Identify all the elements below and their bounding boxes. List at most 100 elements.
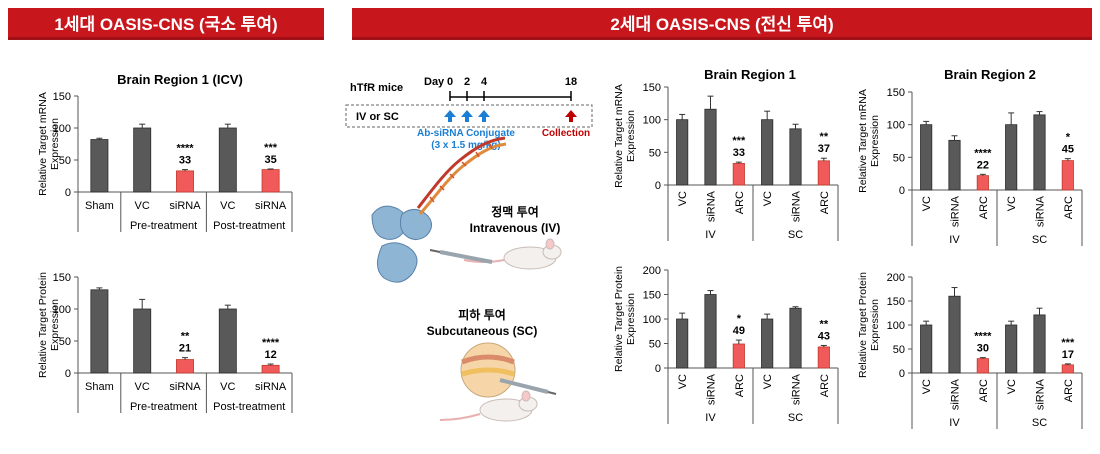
bar xyxy=(176,359,194,374)
data-label: 35 xyxy=(264,154,276,166)
group-label: SC xyxy=(1032,234,1047,246)
bar xyxy=(218,308,237,374)
x-tick-label: ARC xyxy=(734,191,746,214)
bar xyxy=(1033,314,1046,374)
dosing-label: Ab-siRNA Conjugate xyxy=(417,128,515,139)
bar xyxy=(817,346,830,369)
bar xyxy=(133,308,152,374)
bar xyxy=(817,160,830,186)
y-tick-label: 50 xyxy=(649,147,661,159)
data-label: 37 xyxy=(818,143,830,155)
y-tick-label: 50 xyxy=(893,344,905,356)
bar xyxy=(948,139,961,191)
route-sc-english: Subcutaneous (SC) xyxy=(427,324,538,338)
y-tick-label: 50 xyxy=(59,336,71,348)
data-label: 22 xyxy=(977,159,989,171)
x-tick-label: ARC xyxy=(819,374,831,397)
y-tick-label: 0 xyxy=(899,185,905,197)
bar xyxy=(676,119,689,186)
bar xyxy=(261,169,280,193)
bar xyxy=(789,128,802,186)
schedule-mice-label: hTfR mice xyxy=(350,82,403,94)
y-tick-label: 150 xyxy=(887,87,905,99)
bar xyxy=(1005,124,1018,191)
bar xyxy=(676,318,689,369)
y-tick-label: 150 xyxy=(643,290,661,302)
x-tick-label: siRNA xyxy=(706,190,718,222)
x-tick-label: VC xyxy=(762,191,774,206)
mouse-sc-illustration xyxy=(439,342,557,422)
x-tick-label: siRNA xyxy=(169,381,201,393)
section-banner-local: 1세대 OASIS-CNS (국소 투여) xyxy=(8,8,324,40)
data-label: 33 xyxy=(179,155,191,167)
group-label: IV xyxy=(705,412,716,424)
schedule-day-number: 18 xyxy=(565,76,577,88)
bar xyxy=(261,364,280,374)
mouse-iv-illustration xyxy=(429,238,562,270)
group-label: Post-treatment xyxy=(213,220,285,232)
x-tick-label: VC xyxy=(135,200,150,212)
banner-text-systemic: 2세대 OASIS-CNS (전신 투여) xyxy=(610,15,834,34)
chart-c1: Brain Region 1 (ICV)Relative Target mRNA… xyxy=(37,72,293,232)
collection-arrow-icon xyxy=(565,110,577,122)
y-tick-label: 150 xyxy=(643,82,661,94)
y-tick-label: 0 xyxy=(655,363,661,375)
x-tick-label: VC xyxy=(1006,196,1018,211)
schedule-day-number: 4 xyxy=(481,76,488,88)
x-tick-label: siRNA xyxy=(1035,378,1047,410)
route-sc-korean: 피하 투여 xyxy=(458,307,506,322)
x-tick-label: siRNA xyxy=(706,373,718,405)
bar xyxy=(789,307,802,369)
significance-stars: **** xyxy=(176,143,194,155)
x-tick-label: VC xyxy=(921,196,933,211)
significance-stars: * xyxy=(1066,132,1071,144)
bar xyxy=(1033,114,1046,191)
y-tick-label: 0 xyxy=(655,180,661,192)
y-axis-label: Relative Target mRNA xyxy=(37,92,49,196)
y-tick-label: 50 xyxy=(893,152,905,164)
schedule-route-label: IV or SC xyxy=(356,111,399,123)
section-banner-systemic: 2세대 OASIS-CNS (전신 투여) xyxy=(352,8,1092,40)
y-axis-label: Expression xyxy=(869,115,881,167)
group-label: IV xyxy=(705,229,716,241)
significance-stars: **** xyxy=(262,337,280,349)
x-tick-label: VC xyxy=(220,381,235,393)
banner-text-local: 1세대 OASIS-CNS (국소 투여) xyxy=(54,15,278,34)
schedule-day-number: 2 xyxy=(464,76,470,88)
y-tick-label: 50 xyxy=(59,155,71,167)
group-label: SC xyxy=(788,412,803,424)
x-tick-label: VC xyxy=(220,200,235,212)
bar xyxy=(920,124,933,191)
bar xyxy=(218,127,237,193)
dose-arrow-icon xyxy=(478,110,490,122)
x-tick-label: ARC xyxy=(819,191,831,214)
y-axis-label: Relative Target Protein xyxy=(857,272,869,378)
bar xyxy=(1005,324,1018,374)
data-label: 21 xyxy=(179,343,191,355)
x-tick-label: ARC xyxy=(734,374,746,397)
significance-stars: **** xyxy=(974,147,992,159)
charts-layer: Brain Region 1 (ICV)Relative Target mRNA… xyxy=(37,67,1083,429)
y-tick-label: 100 xyxy=(643,314,661,326)
route-iv-english: Intravenous (IV) xyxy=(470,221,561,235)
x-tick-label: Sham xyxy=(85,381,114,393)
antibody-sirna-illustration xyxy=(371,136,507,283)
x-tick-label: VC xyxy=(135,381,150,393)
y-tick-label: 100 xyxy=(887,320,905,332)
data-label: 12 xyxy=(264,349,276,361)
data-label: 45 xyxy=(1062,144,1074,156)
bar xyxy=(90,289,109,374)
data-label: 43 xyxy=(818,330,830,342)
data-label: 17 xyxy=(1062,349,1074,361)
dose-arrow-icon xyxy=(461,110,473,122)
group-label: IV xyxy=(949,234,960,246)
x-tick-label: siRNA xyxy=(950,195,962,227)
bar xyxy=(704,294,717,369)
